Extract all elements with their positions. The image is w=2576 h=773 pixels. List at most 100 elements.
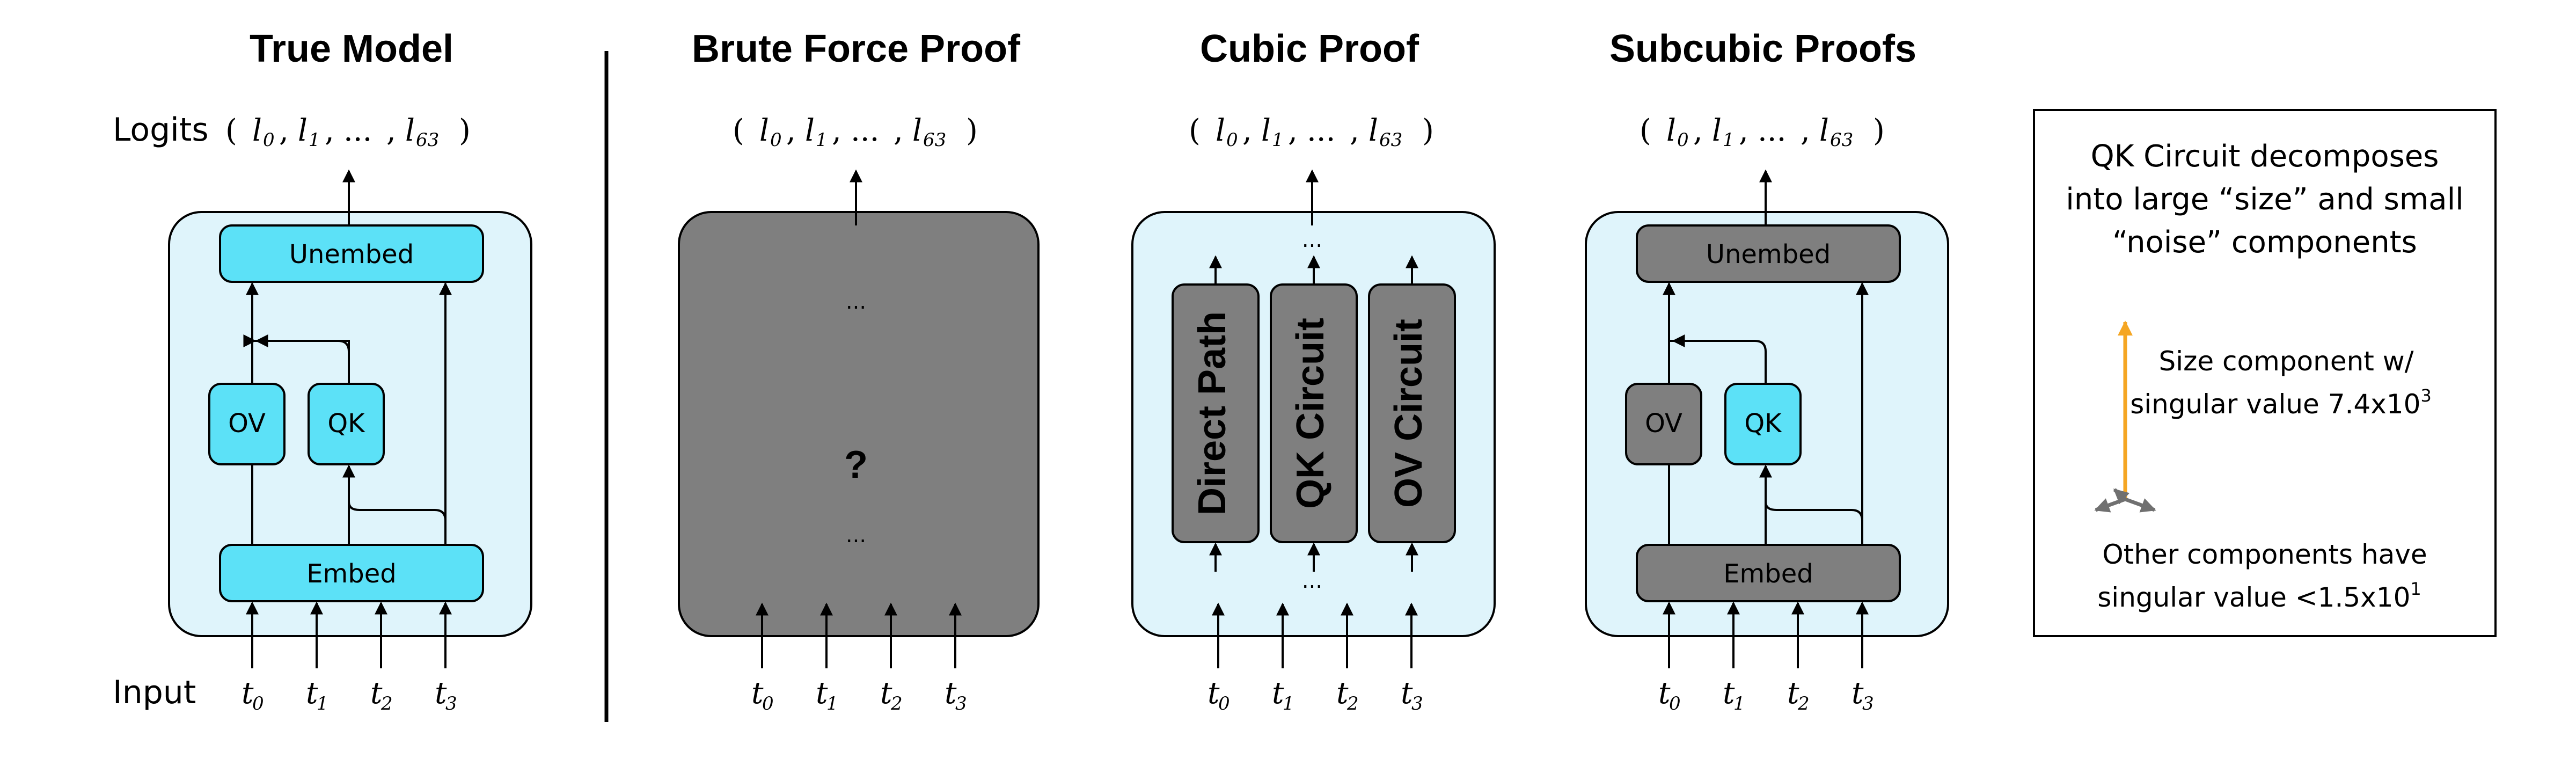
ov-block bbox=[1625, 383, 1702, 465]
circuit-ov: OV Circuit bbox=[1368, 283, 1456, 543]
paren-open: ( bbox=[225, 113, 237, 148]
ov-label: OV bbox=[228, 409, 266, 439]
svg-text:1: 1 bbox=[317, 693, 328, 714]
svg-text:,: , bbox=[1801, 113, 1810, 148]
svg-text:,: , bbox=[1242, 113, 1252, 148]
input-arrows bbox=[1663, 601, 1869, 668]
unembed-label: Unembed bbox=[1706, 239, 1831, 269]
svg-text:): ) bbox=[1873, 113, 1885, 148]
svg-text:(: ( bbox=[733, 113, 744, 148]
svg-text:3: 3 bbox=[445, 693, 457, 714]
logit-63-sub: 63 bbox=[416, 129, 439, 151]
unembed-block bbox=[1636, 224, 1901, 283]
size-component-line2: singular value 7.4x103 bbox=[2130, 385, 2432, 420]
svg-text:l: l bbox=[1819, 113, 1829, 148]
logits-vector: ( l 0 , l 1 , ... , l 63 ) bbox=[225, 113, 471, 151]
svg-text:l: l bbox=[912, 113, 922, 148]
svg-text:l: l bbox=[1261, 113, 1271, 148]
input-label: Input bbox=[113, 674, 196, 711]
logit-1: l bbox=[298, 113, 308, 148]
residual-wiring bbox=[243, 282, 452, 545]
logit-63: l bbox=[405, 113, 415, 148]
svg-text:,: , bbox=[1739, 113, 1748, 148]
other-components-line1: Other components have bbox=[2102, 539, 2427, 570]
svg-text:l: l bbox=[759, 113, 769, 148]
logit-0-sub: 0 bbox=[263, 129, 275, 151]
svg-text:t: t bbox=[370, 676, 383, 711]
input-arrows bbox=[246, 601, 452, 668]
svg-text:t: t bbox=[241, 676, 254, 711]
svg-text:,: , bbox=[1350, 113, 1359, 148]
svg-text:1: 1 bbox=[1723, 129, 1735, 151]
svg-text:t: t bbox=[880, 676, 892, 711]
svg-text:3: 3 bbox=[955, 693, 967, 714]
qk-label: QK bbox=[1744, 409, 1782, 439]
svg-text:t: t bbox=[1401, 676, 1413, 711]
embed-block bbox=[219, 544, 484, 602]
circuit-label: Direct Path bbox=[1191, 311, 1234, 515]
embed-label: Embed bbox=[1723, 559, 1813, 589]
logit-0: l bbox=[252, 113, 262, 148]
svg-text:2: 2 bbox=[380, 693, 393, 714]
ellipsis-top: ... bbox=[846, 289, 866, 314]
svg-text:t: t bbox=[945, 676, 957, 711]
svg-text:0: 0 bbox=[1226, 129, 1238, 151]
svg-text:63: 63 bbox=[1830, 129, 1853, 151]
svg-text:63: 63 bbox=[923, 129, 946, 151]
logits-label: Logits bbox=[113, 111, 209, 149]
legend-box: QK Circuit decomposes into large “size” … bbox=[2033, 109, 2497, 637]
svg-text:0: 0 bbox=[1677, 129, 1689, 151]
circuit-qk: QK Circuit bbox=[1270, 283, 1358, 543]
svg-text:...: ... bbox=[851, 113, 879, 148]
svg-text:,: , bbox=[386, 113, 396, 148]
panel-true-model: True Model Logits ( l 0 , l 1 , ... , l … bbox=[113, 27, 532, 714]
circuit-label: QK Circuit bbox=[1289, 318, 1332, 509]
ellipsis-bottom: ... bbox=[1302, 568, 1322, 593]
input-tokens: t0 t1 t2 t3 bbox=[751, 676, 967, 714]
ov-label: OV bbox=[1645, 409, 1682, 439]
svg-text:1: 1 bbox=[826, 693, 838, 714]
svg-text:t: t bbox=[1658, 676, 1671, 711]
svg-text:): ) bbox=[1422, 113, 1434, 148]
legend-heading-line1: QK Circuit decomposes bbox=[2091, 139, 2439, 174]
svg-text:0: 0 bbox=[252, 693, 264, 714]
svg-text:(: ( bbox=[1189, 113, 1201, 148]
svg-text:...: ... bbox=[1307, 113, 1335, 148]
svg-text:l: l bbox=[1712, 113, 1722, 148]
svg-text:l: l bbox=[805, 113, 815, 148]
svg-text:1: 1 bbox=[816, 129, 828, 151]
svg-text:2: 2 bbox=[1346, 693, 1359, 714]
svg-text:t: t bbox=[1272, 676, 1284, 711]
svg-text:,: , bbox=[894, 113, 903, 148]
ellipsis-top: ... bbox=[1302, 228, 1322, 252]
unknown-mark: ? bbox=[844, 443, 868, 486]
svg-text:1: 1 bbox=[1272, 129, 1284, 151]
input-tokens: t0 t1 t2 t3 bbox=[1208, 676, 1423, 714]
unembed-label: Unembed bbox=[289, 239, 414, 269]
svg-text:0: 0 bbox=[1218, 693, 1230, 714]
svg-text:t: t bbox=[1336, 676, 1349, 711]
other-components-line2: singular value <1.5x101 bbox=[2097, 579, 2421, 613]
svg-text:l: l bbox=[1368, 113, 1378, 148]
svg-text:l: l bbox=[1216, 113, 1225, 148]
svg-text:1: 1 bbox=[1283, 693, 1294, 714]
ellipsis-bottom: ... bbox=[846, 523, 866, 548]
svg-text:t: t bbox=[1208, 676, 1220, 711]
svg-text:3: 3 bbox=[1411, 693, 1423, 714]
svg-text:2: 2 bbox=[1797, 693, 1810, 714]
legend-heading-line2: into large “size” and small bbox=[2066, 182, 2464, 217]
input-tokens: t0 t1 t2 t3 bbox=[241, 676, 457, 714]
circuit-label: OV Circuit bbox=[1387, 319, 1430, 508]
logit-dots: ... bbox=[343, 113, 372, 148]
input-tokens: t0 t1 t2 t3 bbox=[1658, 676, 1874, 714]
svg-text:,: , bbox=[279, 113, 289, 148]
svg-text:3: 3 bbox=[1862, 693, 1874, 714]
svg-text:(: ( bbox=[1640, 113, 1651, 148]
size-vector-icon bbox=[2094, 320, 2156, 513]
unembed-block bbox=[219, 224, 484, 283]
